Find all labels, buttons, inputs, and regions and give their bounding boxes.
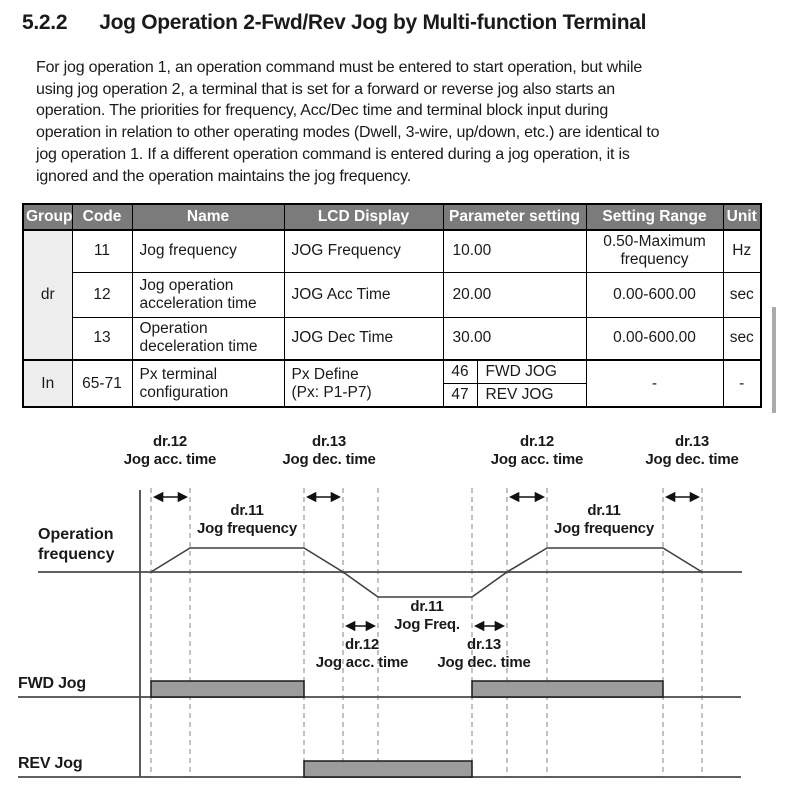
intro-line: operation in relation to other operating… <box>36 124 660 142</box>
code-cell: 13 <box>71 316 133 361</box>
intro-line: For jog operation 1, an operation comman… <box>36 59 643 76</box>
lcd-display-cell: JOG Frequency <box>283 229 444 273</box>
frequency-waveform <box>150 547 703 598</box>
dec-time-label-1: dr.13 Jog dec. time <box>282 433 376 468</box>
setting-range-cell: - <box>585 359 724 408</box>
rev-jog-pulse <box>303 760 473 778</box>
unit-cell: Hz <box>722 229 762 273</box>
timing-diagram-svg <box>18 488 742 778</box>
intro-line: operation. The priorities for frequency,… <box>36 102 609 120</box>
px-option-code: 46 <box>443 361 478 384</box>
px-options-grid: 46 FWD JOG 47 REV JOG <box>443 361 586 406</box>
unit-cell: - <box>722 359 762 408</box>
name-cell: Jog operation acceleration time <box>131 271 285 318</box>
setting-range-cell: 0.00-600.00 <box>585 271 724 318</box>
parameter-setting-options-cell: 46 FWD JOG 47 REV JOG <box>442 359 587 408</box>
jog-frequency-label-2: dr.11 Jog frequency <box>554 502 654 537</box>
intro-line: ignored and the operation maintains the … <box>36 167 411 185</box>
name-cell: Px terminal configuration <box>131 359 285 408</box>
operation-frequency-axis-label: Operation frequency <box>38 526 115 563</box>
col-header-group: Group <box>22 203 73 231</box>
px-option-code: 47 <box>444 383 478 406</box>
parameter-setting-cell: 10.00 <box>442 229 587 273</box>
code-cell: 11 <box>71 229 133 273</box>
table-row: 12 Jog operation acceleration time JOG A… <box>23 271 762 318</box>
code-cell: 65-71 <box>71 359 133 408</box>
dec-time-mid-label: dr.13 Jog dec. time <box>437 636 531 671</box>
table-header-row: Group Code Name LCD Display Parameter se… <box>22 203 762 231</box>
col-header-name: Name <box>131 203 285 231</box>
signal-pulse-bars <box>150 680 664 778</box>
page-edge-artifact <box>772 307 776 413</box>
table-row: In 65-71 Px terminal configuration Px De… <box>22 359 762 408</box>
rev-jog-signal-label: REV Jog <box>18 755 83 772</box>
px-option-label: REV JOG <box>485 385 554 403</box>
section-number: 5.2.2 <box>22 11 68 34</box>
parameter-table: Group Code Name LCD Display Parameter se… <box>22 203 762 408</box>
intro-line: using jog operation 2, a terminal that i… <box>36 80 615 98</box>
jog-freq-mid-label: dr.11 Jog Freq. <box>394 598 460 633</box>
acc-time-mid-label: dr.12 Jog acc. time <box>315 636 409 671</box>
table-row: dr 11 Jog frequency JOG Frequency 10.00 … <box>22 229 762 361</box>
dashed-guide-lines <box>150 488 703 777</box>
unit-cell: sec <box>722 271 762 318</box>
section-title: Jog Operation 2-Fwd/Rev Jog by Multi-fun… <box>99 11 647 34</box>
col-header-parameter-setting: Parameter setting <box>442 203 587 231</box>
intro-paragraph: For jog operation 1, an operation comman… <box>36 57 768 187</box>
name-cell: Operation deceleration time <box>131 316 285 361</box>
intro-line: jog operation 1. If a different operatio… <box>36 145 630 163</box>
jog-frequency-label-1: dr.11 Jog frequency <box>197 502 297 537</box>
lcd-display-cell: Px Define (Px: P1-P7) <box>283 359 444 408</box>
px-option-label: FWD JOG <box>477 361 586 384</box>
unit-cell: sec <box>722 316 762 361</box>
acc-time-label-1: dr.12 Jog acc. time <box>123 433 217 468</box>
group-cell-in: In <box>22 359 73 408</box>
parameter-setting-cell: 20.00 <box>442 271 587 318</box>
jog-timing-diagram: dr.12 Jog acc. time dr.13 Jog dec. time … <box>0 426 793 786</box>
name-cell: Jog frequency <box>131 229 285 273</box>
setting-range-cell: 0.50-Maximum frequency <box>585 229 724 273</box>
dec-time-label-2: dr.13 Jog dec. time <box>645 433 739 468</box>
lcd-display-cell: JOG Acc Time <box>283 271 444 318</box>
fwd-jog-pulse-2 <box>471 680 664 698</box>
col-header-unit: Unit <box>722 203 762 231</box>
fwd-jog-pulse-1 <box>150 680 305 698</box>
col-header-setting-range: Setting Range <box>585 203 724 231</box>
group-cell-dr: dr <box>22 229 73 361</box>
section-heading: 5.2.2 Jog Operation 2-Fwd/Rev Jog by Mul… <box>22 11 646 35</box>
fwd-jog-signal-label: FWD Jog <box>18 675 86 692</box>
lcd-display-cell: JOG Dec Time <box>283 316 444 361</box>
table-row: 13 Operation deceleration time JOG Dec T… <box>23 316 762 361</box>
acc-time-label-2: dr.12 Jog acc. time <box>490 433 584 468</box>
code-cell: 12 <box>71 271 133 318</box>
setting-range-cell: 0.00-600.00 <box>585 316 724 361</box>
col-header-code: Code <box>71 203 133 231</box>
col-header-lcd-display: LCD Display <box>283 203 444 231</box>
parameter-setting-cell: 30.00 <box>442 316 587 361</box>
